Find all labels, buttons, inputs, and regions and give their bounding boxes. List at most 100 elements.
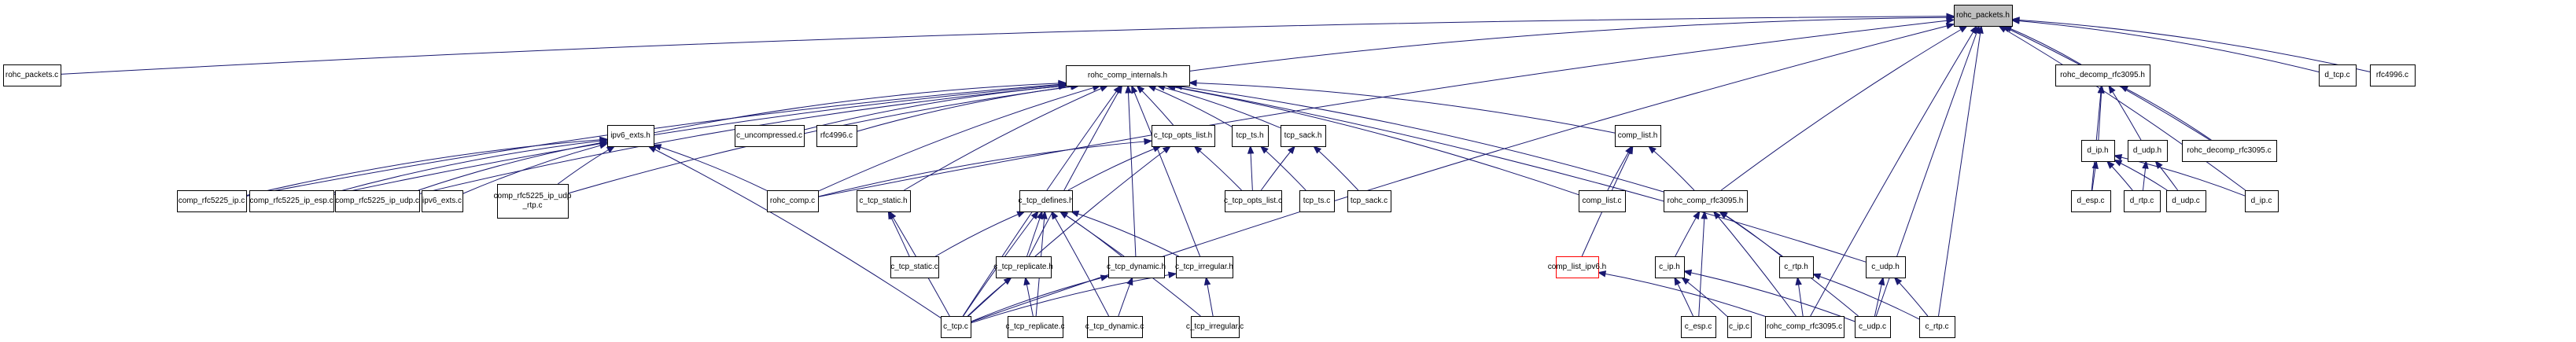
dependency-edge (1998, 25, 2246, 191)
node-label: d_rtp.c (2130, 197, 2154, 205)
graph-node-tcp-sack-h[interactable]: tcp_sack.h (1281, 125, 1326, 147)
node-label: rohc_packets.h (1956, 11, 2010, 20)
graph-node-c-udp-c[interactable]: c_udp.c (1855, 316, 1891, 338)
node-label: _rtp.c (521, 201, 542, 210)
graph-node-rohc-comp-internals-h[interactable]: rohc_comp_internals.h (1066, 65, 1190, 86)
dependency-edge (817, 85, 1100, 192)
graph-node-comp-list-h[interactable]: comp_list.h (1615, 125, 1661, 147)
dependency-edge (557, 145, 615, 185)
dependency-edge (2011, 19, 2371, 72)
graph-node-c-udp-h[interactable]: c_udp.h (1866, 256, 1906, 278)
graph-node-rohc-decomp-rfc3095-h[interactable]: rohc_decomp_rfc3095.h (2055, 64, 2150, 86)
graph-node-rfc4996-c-decomp[interactable]: rfc4996.c (2370, 64, 2416, 86)
graph-node-d-udp-h[interactable]: d_udp.h (2128, 140, 2168, 162)
graph-node-d-tcp-c[interactable]: d_tcp.c (2319, 64, 2357, 86)
node-box (2055, 64, 2150, 86)
node-label: comp_rfc5225_ip_esp.c (249, 197, 333, 205)
dependency-edge (1028, 85, 1122, 257)
arrowhead-icon (1247, 145, 1255, 154)
graph-node-c-tcp-opts-list-h[interactable]: c_tcp_opts_list.h (1152, 125, 1215, 147)
arrowhead-icon (1162, 145, 1172, 154)
graph-node-c-tcp-replicate-c[interactable]: c_tcp_replicate.c (1005, 316, 1065, 338)
node-box (1087, 316, 1143, 338)
graph-node-comp-list-ipv6-h[interactable]: comp_list_ipv6.h (1548, 256, 1606, 278)
node-box (1176, 256, 1233, 278)
graph-node-c-ip-h[interactable]: c_ip.h (1655, 256, 1685, 278)
dependency-edge (1698, 211, 1705, 317)
dependency-edge (1131, 85, 1201, 257)
graph-node-rohc-comp-rfc3095-c[interactable]: rohc_comp_rfc3095.c (1765, 316, 1844, 338)
arrowhead-icon (2113, 153, 2123, 161)
node-label: c_tcp_irregular.c (1186, 322, 1244, 331)
graph-node-rohc-packets-h[interactable]: rohc_packets.h (1954, 5, 2013, 27)
graph-node-d-ip-c[interactable]: d_ip.c (2245, 190, 2279, 212)
graph-node-c-tcp-irregular-c[interactable]: c_tcp_irregular.c (1186, 316, 1244, 338)
arrowhead-icon (1977, 24, 1984, 35)
graph-node-c-tcp-defines-h[interactable]: c_tcp_defines.h (1018, 190, 1074, 212)
graph-node-comp-rfc5225-ip-udp-rtp-c[interactable]: comp_rfc5225_ip_udp_rtp.c (494, 184, 572, 219)
graph-node-rohc-comp-c[interactable]: rohc_comp.c (767, 190, 819, 212)
graph-node-comp-rfc5225-ip-udp-c[interactable]: comp_rfc5225_ip_udp.c (335, 190, 420, 212)
dependency-edge (1166, 85, 1579, 196)
graph-node-d-ip-h[interactable]: d_ip.h (2081, 140, 2115, 162)
graph-node-d-esp-c[interactable]: d_esp.c (2071, 190, 2111, 212)
graph-node-comp-rfc5225-ip-esp-c[interactable]: comp_rfc5225_ip_esp.c (249, 190, 334, 212)
graph-node-c-tcp-c[interactable]: c_tcp.c (941, 316, 971, 338)
graph-node-c-tcp-static-c[interactable]: c_tcp_static.c (890, 256, 939, 278)
node-box (1152, 125, 1215, 147)
dependency-edge (1937, 25, 1982, 317)
node-label: tcp_ts.c (1303, 197, 1330, 205)
node-label: c_tcp_defines.h (1018, 197, 1073, 205)
graph-node-d-rtp-c[interactable]: d_rtp.c (2124, 190, 2161, 212)
graph-node-tcp-ts-c[interactable]: tcp_ts.c (1299, 190, 1335, 212)
dependency-edge (817, 140, 1152, 197)
node-box (1855, 316, 1891, 338)
node-label: d_ip.c (2251, 197, 2272, 205)
graph-node-c-tcp-static-h[interactable]: c_tcp_static.h (857, 190, 911, 212)
graph-node-tcp-sack-c[interactable]: tcp_sack.c (1347, 190, 1391, 212)
node-label: comp_rfc5225_ip_udp.c (335, 197, 419, 205)
dependency-edge (1260, 145, 1295, 191)
graph-node-comp-list-c[interactable]: comp_list.c (1579, 190, 1626, 212)
node-box (422, 190, 463, 212)
graph-node-c-tcp-dynamic-h[interactable]: c_tcp_dynamic.h (1107, 256, 1166, 278)
dependency-edge (1148, 85, 1233, 127)
graph-node-c-tcp-irregular-h[interactable]: c_tcp_irregular.h (1175, 256, 1233, 278)
dependency-edge (1598, 272, 1766, 317)
dependency-edge (904, 85, 1108, 191)
node-label: c_tcp_dynamic.c (1085, 322, 1144, 331)
graph-node-c-uncompressed-c[interactable]: c_uncompressed.c (735, 125, 805, 147)
node-label: comp_list.h (1618, 131, 1658, 140)
graph-node-tcp-ts-h[interactable]: tcp_ts.h (1232, 125, 1269, 147)
node-label: c_ip.h (1659, 263, 1680, 271)
graph-node-c-tcp-replicate-h[interactable]: c_tcp_replicate.h (993, 256, 1053, 278)
graph-node-c-esp-c[interactable]: c_esp.c (1681, 316, 1716, 338)
graph-node-c-rtp-h[interactable]: c_rtp.h (1779, 256, 1814, 278)
graph-node-rfc4996-c-comp[interactable]: rfc4996.c (816, 125, 857, 147)
graph-node-rohc-decomp-rfc3095-c[interactable]: rohc_decomp_rfc3095.c (2182, 140, 2277, 162)
dependency-edge (1683, 270, 1856, 322)
graph-node-c-tcp-opts-list-c[interactable]: c_tcp_opts_list.c (1224, 190, 1282, 212)
node-box (1727, 316, 1752, 338)
arrowhead-icon (1597, 270, 1607, 278)
arrowhead-icon (1003, 277, 1012, 285)
graph-node-c-rtp-c[interactable]: c_rtp.c (1919, 316, 1955, 338)
node-label: d_udp.h (2133, 146, 2161, 155)
arrowhead-icon (1113, 84, 1122, 94)
node-box (996, 256, 1052, 278)
node-label: c_tcp_static.h (859, 197, 907, 205)
node-box (1664, 190, 1748, 212)
graph-node-comp-rfc5225-ip-c[interactable]: comp_rfc5225_ip.c (177, 190, 247, 212)
graph-node-rohc-packets-c[interactable]: rohc_packets.c (3, 64, 61, 86)
graph-node-c-ip-c[interactable]: c_ip.c (1727, 316, 1752, 338)
dependency-edge (1713, 211, 1797, 317)
arrowhead-icon (889, 210, 897, 220)
graph-node-d-udp-c[interactable]: d_udp.c (2166, 190, 2206, 212)
graph-node-c-tcp-dynamic-c[interactable]: c_tcp_dynamic.c (1085, 316, 1144, 338)
graph-node-ipv6-exts-c[interactable]: ipv6_exts.c (422, 190, 463, 212)
graph-node-ipv6-exts-h[interactable]: ipv6_exts.h (607, 125, 654, 147)
node-label: c_tcp_opts_list.c (1224, 197, 1282, 205)
arrowhead-icon (1023, 276, 1030, 286)
node-box (1655, 256, 1685, 278)
graph-node-rohc-comp-rfc3095-h[interactable]: rohc_comp_rfc3095.h (1664, 190, 1748, 212)
